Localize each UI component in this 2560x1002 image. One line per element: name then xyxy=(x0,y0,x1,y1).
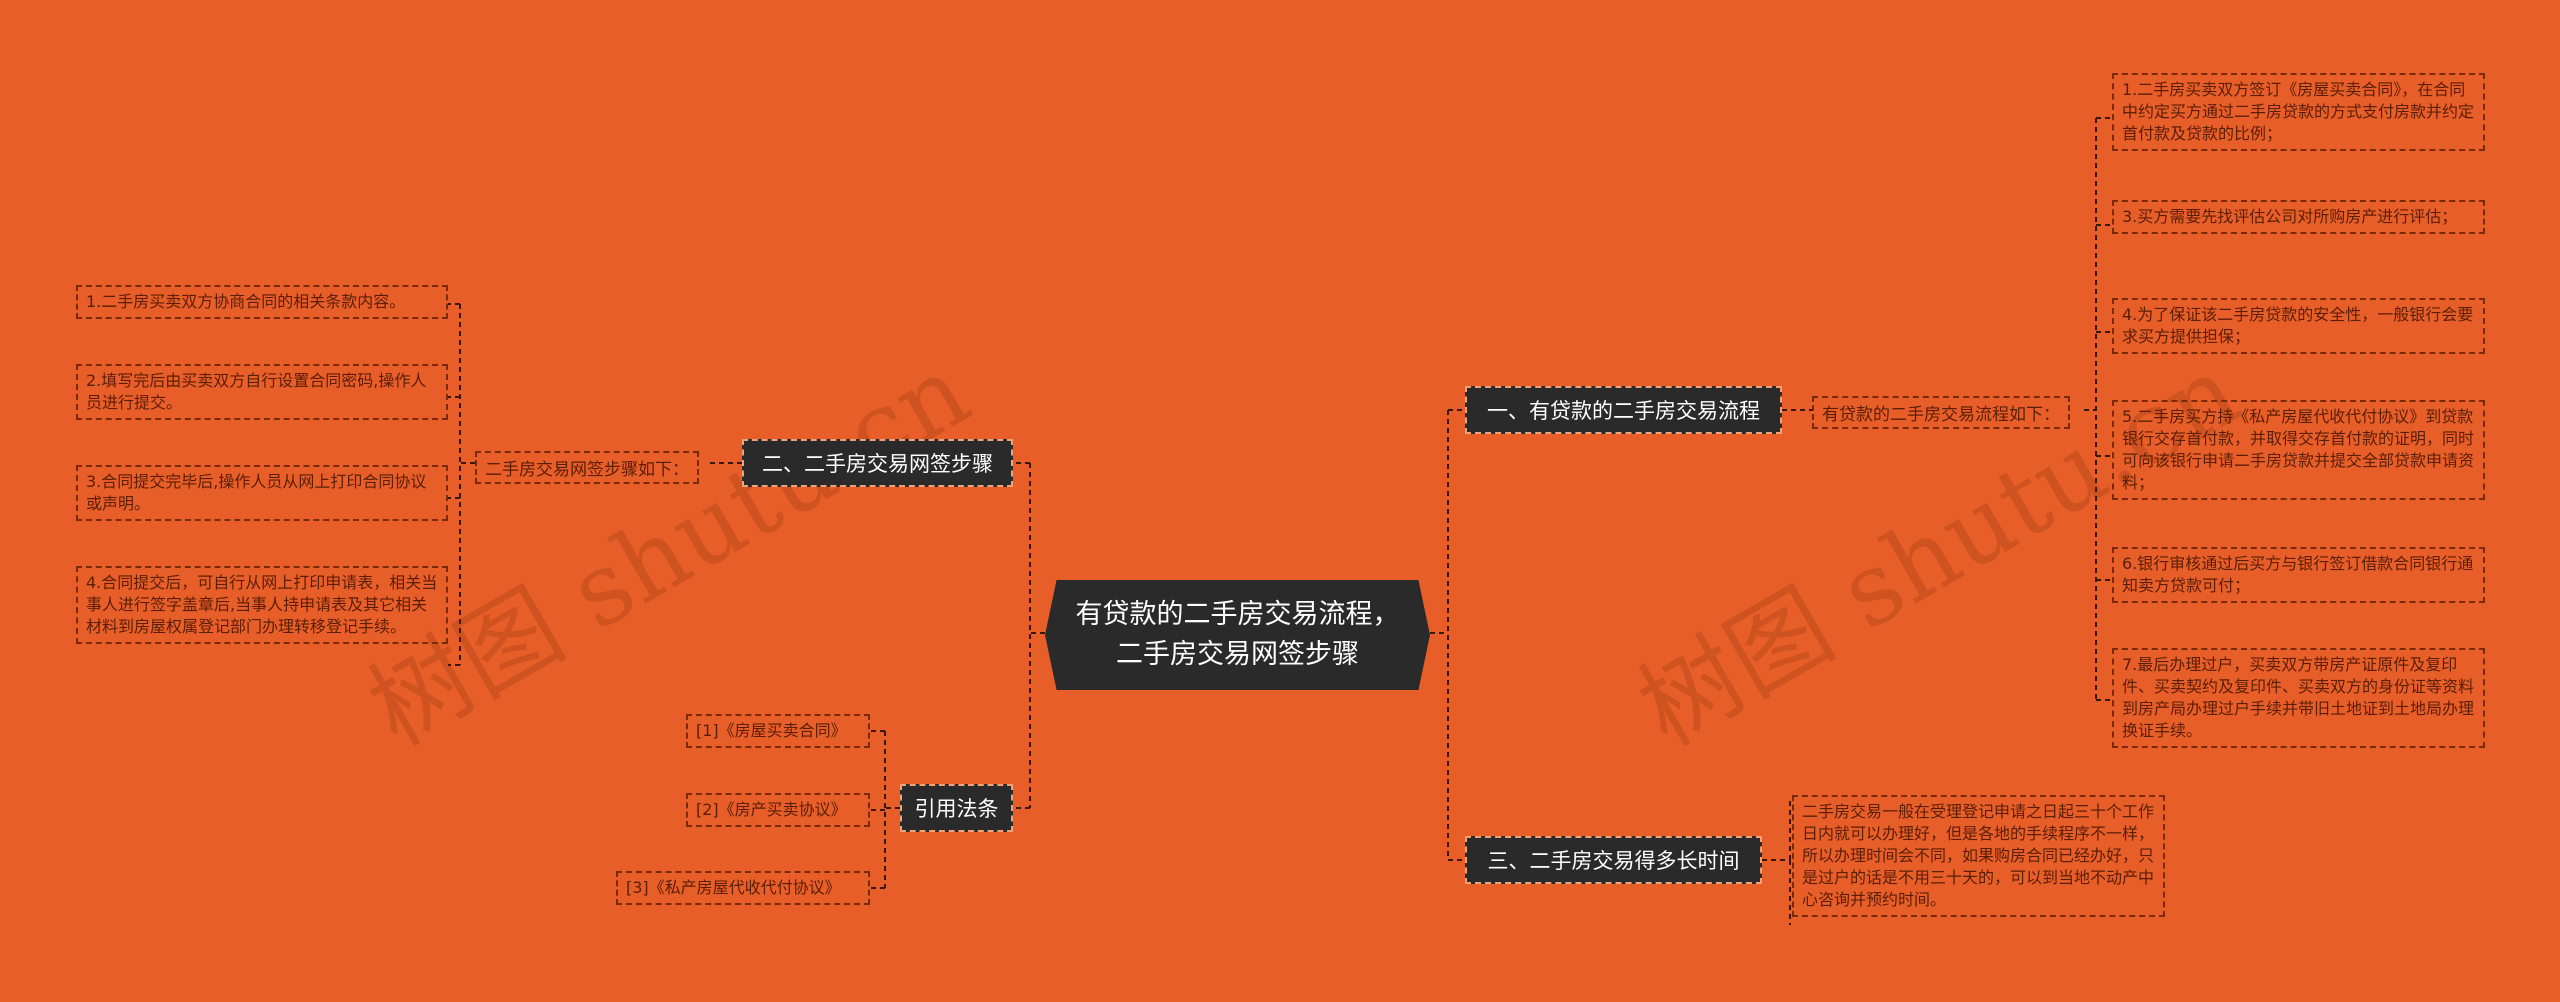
connector xyxy=(1013,462,1045,809)
connector xyxy=(448,303,742,666)
connector xyxy=(1782,117,2112,701)
law-reference[interactable]: [1]《房屋买卖合同》 xyxy=(686,714,870,748)
connector xyxy=(1430,409,1465,861)
list-item: 3.合同提交完毕后,操作人员从网上打印合同协议或声明。 xyxy=(76,465,448,521)
branch-title: 三、二手房交易得多长时间 xyxy=(1487,849,1740,873)
law-reference[interactable]: [3]《私产房屋代收代付协议》 xyxy=(616,871,870,905)
list-item: 5.二手房买方持《私产房屋代收代付协议》到贷款银行交存首付款，并取得交存首付款的… xyxy=(2112,400,2485,500)
list-item: 1.二手房买卖双方协商合同的相关条款内容。 xyxy=(76,285,448,319)
branch-title: 一、有贷款的二手房交易流程 xyxy=(1487,399,1760,423)
list-item: 4.为了保证该二手房贷款的安全性，一般银行会要求买方提供担保； xyxy=(2112,298,2485,354)
branch-online-signing[interactable]: 二、二手房交易网签步骤 xyxy=(742,439,1013,487)
branch-cited-laws[interactable]: 引用法条 xyxy=(900,784,1013,832)
branch-label: 有贷款的二手房交易流程如下： xyxy=(1812,396,2070,429)
list-item: 6.银行审核通过后买方与银行签订借款合同银行通知卖方贷款可付； xyxy=(2112,547,2485,603)
connector xyxy=(870,730,900,889)
list-item: 1.二手房买卖双方签订《房屋买卖合同》，在合同中约定买方通过二手房贷款的方式支付… xyxy=(2112,73,2485,151)
branch-loan-process[interactable]: 一、有贷款的二手房交易流程 xyxy=(1465,386,1782,434)
branch-label: 二手房交易网签步骤如下： xyxy=(475,451,699,484)
branch-title: 二、二手房交易网签步骤 xyxy=(762,452,993,476)
branch-title: 引用法条 xyxy=(914,797,999,821)
list-item: 7.最后办理过户，买卖双方带房产证原件及复印件、买卖契约及复印件、买卖双方的身份… xyxy=(2112,648,2485,748)
list-item: 4.合同提交后，可自行从网上打印申请表，相关当事人进行签字盖章后,当事人持申请表… xyxy=(76,566,448,644)
list-item: 二手房交易一般在受理登记申请之日起三十个工作日内就可以办理好，但是各地的手续程序… xyxy=(1792,795,2165,917)
list-item: 2.填写完后由买卖双方自行设置合同密码,操作人员进行提交。 xyxy=(76,364,448,420)
connector xyxy=(1762,798,1791,925)
root-topic-text: 有贷款的二手房交易流程，二手房交易网签步骤 xyxy=(1075,599,1400,670)
branch-duration[interactable]: 三、二手房交易得多长时间 xyxy=(1465,836,1762,884)
list-item: 3.买方需要先找评估公司对所购房产进行评估； xyxy=(2112,200,2485,234)
root-topic[interactable]: 有贷款的二手房交易流程，二手房交易网签步骤 xyxy=(1045,580,1430,690)
law-reference[interactable]: [2]《房产买卖协议》 xyxy=(686,793,870,827)
